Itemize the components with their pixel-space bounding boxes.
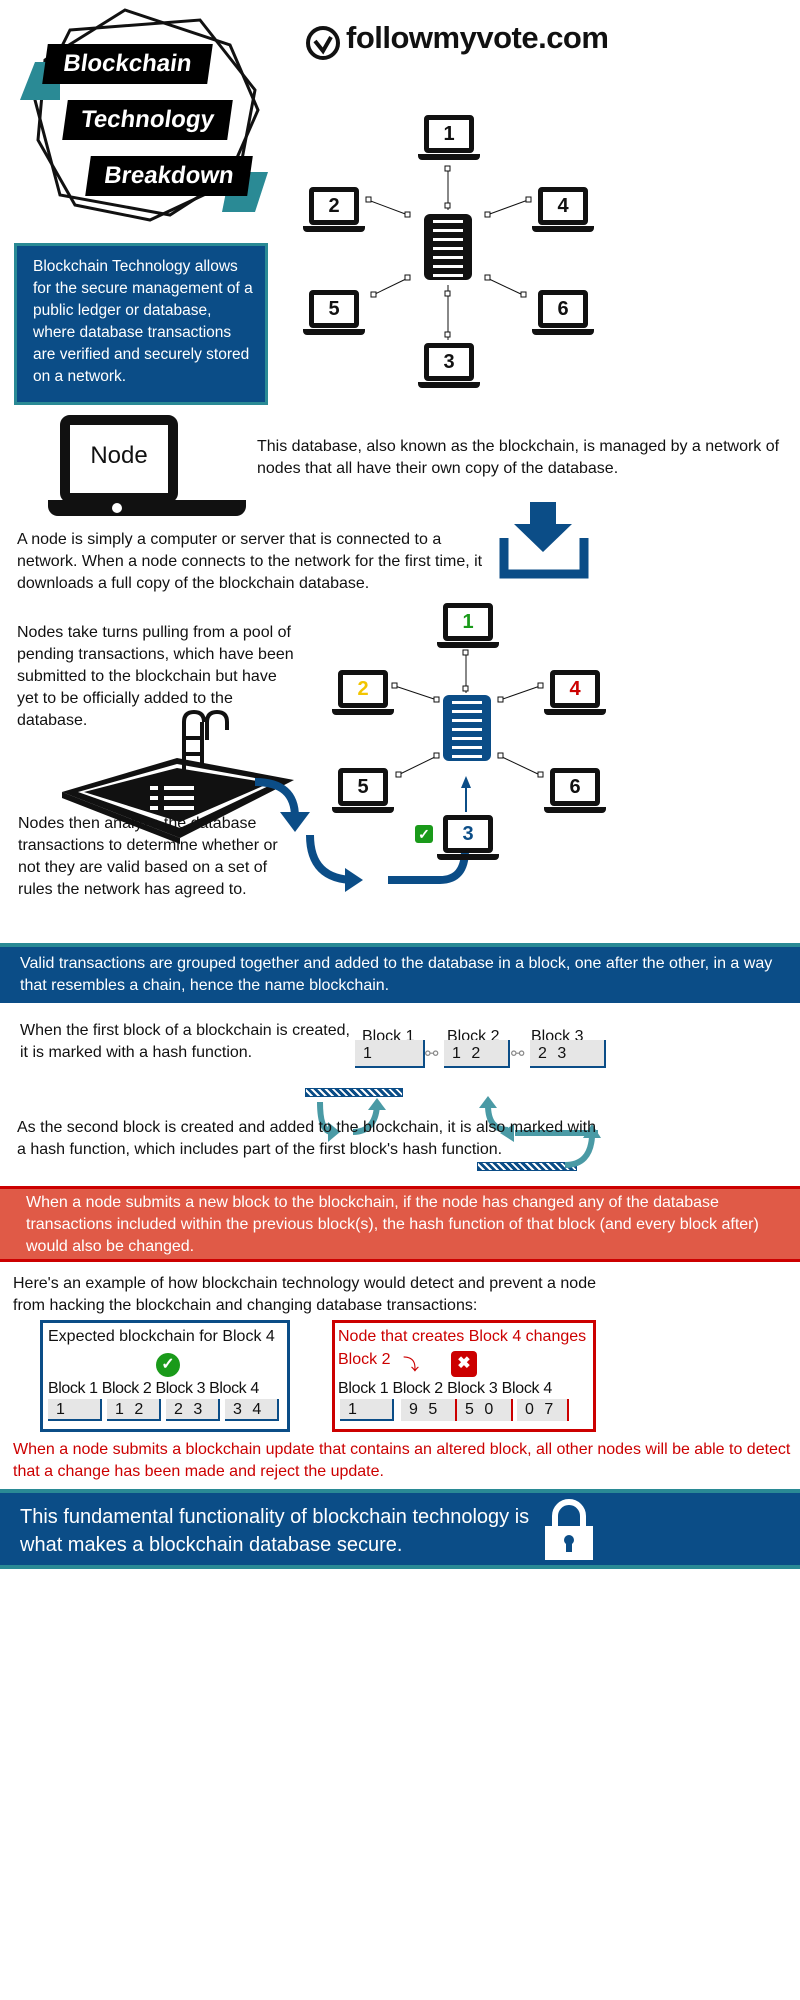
block-label: Block 1 (338, 1380, 389, 1397)
block-hash: 2 3 (530, 1040, 606, 1068)
node-number: 6 (550, 768, 600, 806)
check-icon: ✓ (415, 825, 433, 843)
laptop-node-1: 1 (418, 115, 480, 163)
node-text: A node is simply a computer or server th… (17, 531, 483, 592)
altered-blockchain-box: Node that creates Block 4 changes Block … (332, 1320, 596, 1432)
node-number: 3 (424, 343, 474, 381)
second-block-text: As the second block is created and added… (17, 1119, 596, 1158)
hash-marker (305, 1088, 403, 1097)
node-number: 1 (424, 115, 474, 153)
node-number: 5 (309, 290, 359, 328)
block-hash: 1 2 (444, 1040, 510, 1068)
node-laptop-base (48, 500, 246, 516)
database-server-blue-icon (443, 695, 491, 761)
node-laptop-dot (112, 503, 122, 513)
node-number: 2 (338, 670, 388, 708)
lock-icon (545, 1499, 593, 1560)
node-number: 1 (443, 603, 493, 641)
network-connections (365, 165, 532, 340)
block-hash: 1 (48, 1399, 102, 1421)
altered-title: Node that creates Block 4 changes (338, 1328, 587, 1345)
example-text: Here's an example of how blockchain tech… (13, 1275, 596, 1314)
block-label: Block 3 (447, 1380, 498, 1397)
expected-blockchain-box: Expected blockchain for Block 4 ✓ Block … (40, 1320, 290, 1432)
block-hash: 2 3 (166, 1399, 220, 1421)
block-hash: 9 5 (401, 1399, 457, 1421)
reject-x-icon: ✖ (451, 1351, 477, 1377)
reject-text: When a node submits a blockchain update … (13, 1441, 791, 1480)
node-number: 2 (309, 187, 359, 225)
analyze-text: Nodes then analyze the database transact… (18, 815, 278, 898)
block-hash: 1 (340, 1399, 394, 1421)
intro-box: Blockchain Technology allows for the sec… (14, 243, 268, 405)
node-number: 3 (443, 815, 493, 853)
laptop-node-5: 5 (303, 290, 365, 338)
teal-arrows (317, 1096, 601, 1168)
node-number: 4 (550, 670, 600, 708)
footer-text: This fundamental functionality of blockc… (20, 1506, 530, 1556)
curved-arrow-icon: ⤵ (403, 1357, 420, 1374)
download-icon (499, 502, 589, 579)
footer-banner: This fundamental functionality of blockc… (0, 1489, 800, 1569)
block-label: Block 1 (48, 1380, 98, 1397)
laptop-node-4: 4 (544, 670, 606, 718)
pool-text: Nodes take turns pulling from a pool of … (17, 624, 294, 729)
laptop-node-2: 2 (303, 187, 365, 235)
transaction-pool-icon (62, 709, 294, 844)
block-hash: 0 7 (517, 1399, 569, 1421)
altered-block-banner: When a node submits a new block to the b… (0, 1186, 800, 1262)
block-label: Block 3 (155, 1380, 206, 1397)
laptop-node-6: 6 (544, 768, 606, 816)
block-hash: 1 (355, 1040, 425, 1068)
laptop-node-3: 3 (437, 815, 499, 863)
chain-link-icon: ⚯ (425, 1046, 439, 1063)
database-server-icon (424, 214, 472, 280)
block-label: Block 4 (501, 1380, 553, 1397)
node-number: 4 (538, 187, 588, 225)
block-label: Block 4 (209, 1380, 259, 1397)
laptop-node-4: 4 (532, 187, 594, 235)
altered-block-labels: Block 1 Block 2 Block 3 Block 4 (338, 1380, 552, 1398)
chain-link-icon: ⚯ (511, 1046, 525, 1063)
database-text: This database, also known as the blockch… (257, 438, 780, 477)
vote-check-icon (306, 26, 340, 60)
expected-title: Expected blockchain for Block 4 (48, 1328, 275, 1345)
node-number: 6 (538, 290, 588, 328)
laptop-node-3: 3 (418, 343, 480, 391)
node-number: 5 (338, 768, 388, 806)
block-label: Block 2 (392, 1380, 444, 1397)
block-hash: 3 4 (225, 1399, 279, 1421)
node-laptop-icon: Node (60, 415, 178, 503)
block-hash: 1 2 (107, 1399, 161, 1421)
altered-subtitle: Block 2 (338, 1351, 391, 1368)
node-label: Node (90, 442, 148, 469)
laptop-node-6: 6 (532, 290, 594, 338)
block-label: Block 2 (101, 1380, 152, 1397)
logo-text: followmyvote.com (346, 20, 609, 55)
first-block-text: When the first block of a blockchain is … (20, 1022, 350, 1061)
laptop-node-1: 1 (437, 603, 499, 651)
valid-transactions-banner: Valid transactions are grouped together … (0, 943, 800, 1003)
block-hash: 5 0 (457, 1399, 513, 1421)
hash-marker (477, 1162, 577, 1171)
network2-connections (254, 649, 544, 892)
laptop-node-5: 5 (332, 768, 394, 816)
expected-block-labels: Block 1 Block 2 Block 3 Block 4 (48, 1380, 259, 1398)
laptop-node-2: 2 (332, 670, 394, 718)
valid-check-icon: ✓ (156, 1353, 180, 1377)
